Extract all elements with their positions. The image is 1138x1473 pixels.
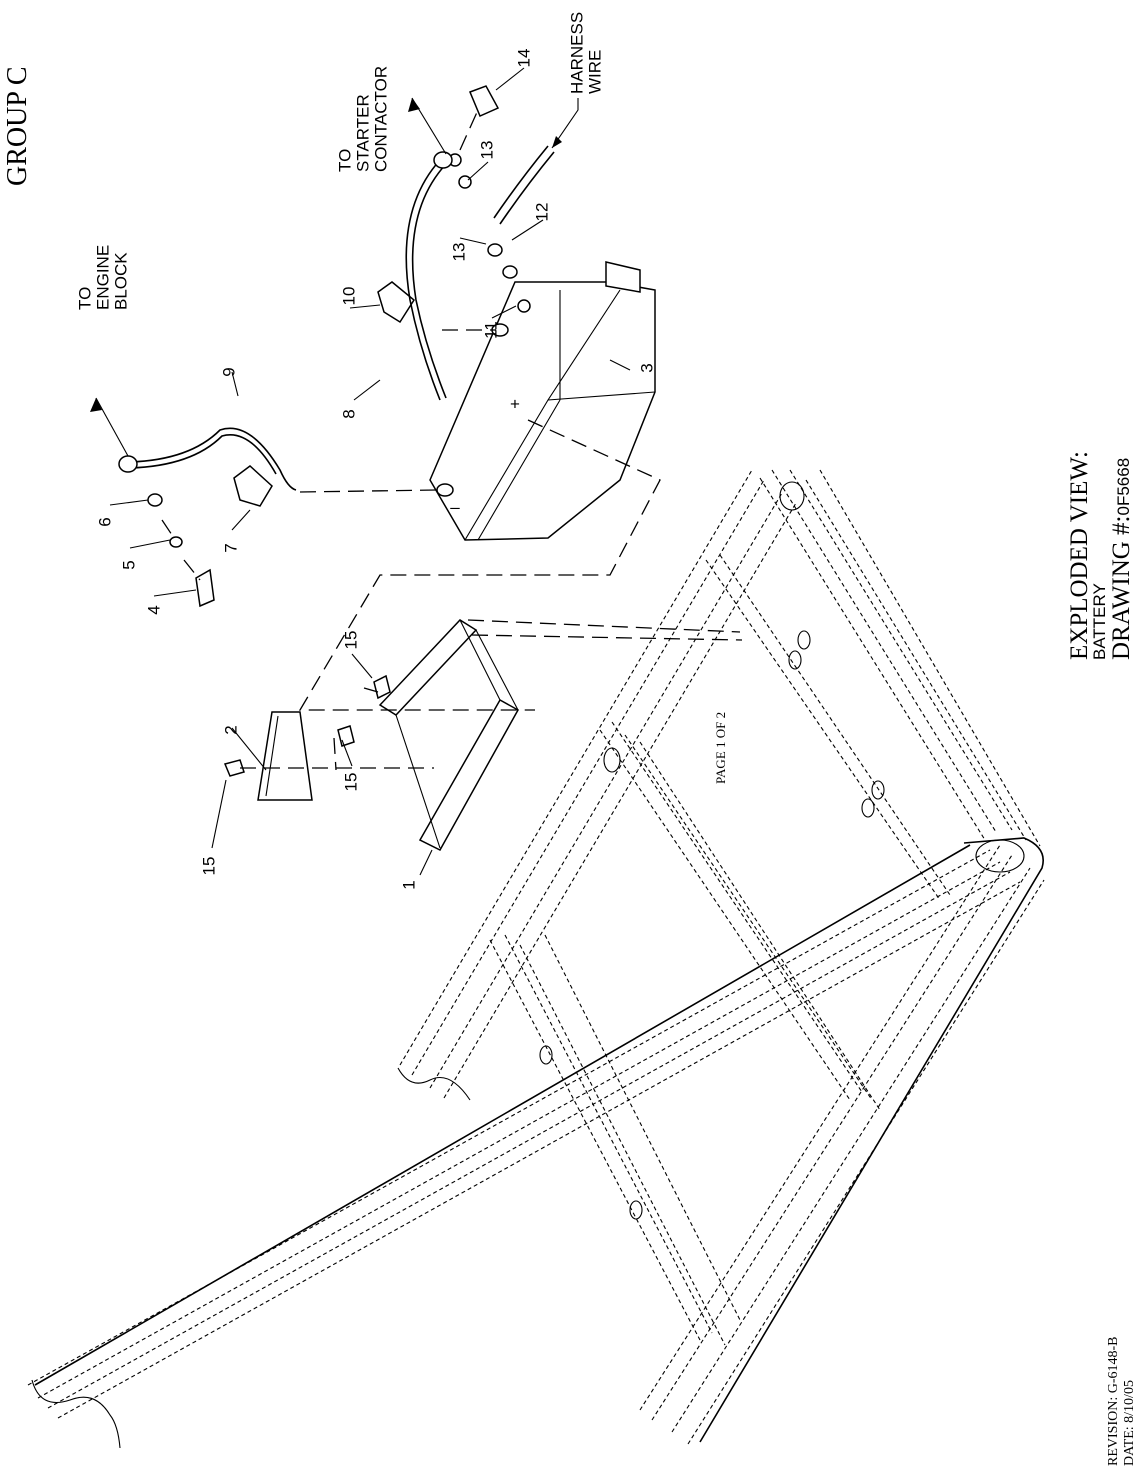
positive-cable-10 (405, 159, 441, 401)
nut-13-b (458, 175, 472, 189)
callout-13-a: 13 (449, 243, 468, 262)
label-to-starter-contactor-line3: CONTACTOR (371, 66, 390, 172)
frame-break-upper (397, 1067, 471, 1101)
bolt-15-b (337, 725, 355, 747)
washer-12 (502, 265, 518, 279)
label-harness-wire: HARNESS WIRE (567, 12, 604, 94)
negative-symbol: – (450, 497, 460, 516)
callout-8: 8 (339, 409, 358, 418)
hold-down-bracket (257, 711, 313, 801)
callout-1: 1 (399, 880, 418, 889)
frame-assembly (27, 469, 1045, 1449)
nut-11 (517, 299, 531, 313)
bolt-15-a (223, 759, 245, 777)
frame-rail-left (399, 469, 797, 1099)
callout-3: 3 (637, 363, 656, 372)
frame-cross-near (759, 469, 1041, 847)
frame-rail-right (639, 844, 1045, 1445)
callout-9: 9 (219, 367, 238, 376)
label-to-engine-block-line1: TO (75, 287, 94, 310)
label-harness-wire-line1: HARNESS (567, 12, 586, 94)
frame-inner-bar-2 (489, 934, 741, 1346)
frame-mount-line (705, 554, 951, 901)
callout-11: 11 (481, 321, 500, 339)
frame-break-lower (31, 1379, 121, 1449)
label-to-starter-contactor-line1: TO (335, 149, 354, 172)
leader-arrows (90, 97, 579, 457)
battery (429, 261, 656, 541)
assembly-lines (161, 109, 743, 771)
label-to-engine-block-line3: BLOCK (111, 252, 130, 310)
callout-7: 7 (221, 543, 240, 552)
battery-handle (605, 261, 641, 293)
frame-holes (539, 481, 885, 1220)
bolt-4 (195, 568, 215, 608)
lock-washer-13-a (487, 243, 503, 257)
battery-tray (378, 619, 520, 851)
terminal-cover-8 (377, 281, 415, 324)
flat-washer-6 (147, 493, 163, 507)
frame-tube-end (975, 839, 1025, 873)
callout-15-c: 15 (341, 631, 360, 650)
battery-negative-post (436, 483, 454, 497)
label-to-engine-block-line2: ENGINE (93, 245, 112, 310)
callout-14: 14 (514, 49, 533, 68)
frame-inner-bar-1 (599, 721, 881, 1111)
label-to-starter-contactor-line2: STARTER (353, 94, 372, 172)
callout-leaders (109, 67, 631, 876)
callout-15-b: 15 (341, 773, 360, 792)
callout-15-a: 15 (199, 857, 218, 876)
harness-wire (493, 145, 555, 225)
callout-5: 5 (119, 560, 138, 569)
bolt-15-c (373, 674, 391, 700)
label-to-engine-block: TO ENGINE BLOCK (75, 245, 130, 310)
label-to-starter-contactor: TO STARTER CONTACTOR (335, 66, 390, 172)
frame-front-tube (34, 837, 1044, 1443)
negative-cable-9 (129, 427, 297, 491)
terminal-boot-14 (469, 85, 500, 117)
positive-symbol: + (510, 394, 520, 413)
callout-4: 4 (144, 605, 163, 614)
terminal-cover-7 (233, 465, 273, 507)
label-harness-wire-line2: WIRE (585, 50, 604, 94)
callout-10: 10 (339, 287, 358, 306)
lock-washer-5 (169, 536, 183, 548)
callout-12: 12 (532, 203, 551, 222)
callout-2: 2 (221, 725, 240, 734)
callout-6: 6 (95, 517, 114, 526)
frame-cross-rear (27, 849, 1021, 1419)
callout-13-b: 13 (477, 141, 496, 160)
